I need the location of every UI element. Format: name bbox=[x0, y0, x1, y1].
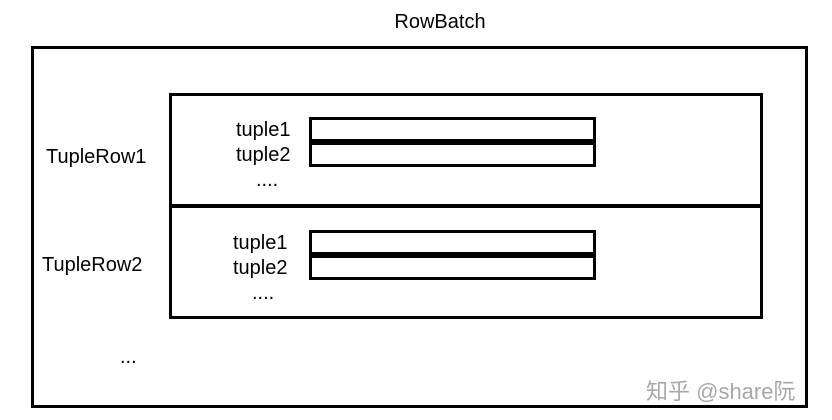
rowbatch-box bbox=[31, 46, 808, 408]
tuple-box-1-1 bbox=[309, 117, 596, 142]
tuple-ellipsis-2: .... bbox=[252, 282, 275, 304]
tuple-box-2-1 bbox=[309, 230, 596, 255]
tuple-label-1-1: tuple1 bbox=[236, 119, 291, 141]
watermark: 知乎 @share阮 bbox=[646, 379, 796, 404]
tuple-box-2-2 bbox=[309, 255, 596, 280]
tuplerow-label-1: TupleRow1 bbox=[46, 146, 147, 168]
tuplerow-box-2 bbox=[169, 205, 763, 319]
tuplerow-label-2: TupleRow2 bbox=[42, 254, 143, 276]
more-rows-ellipsis: ... bbox=[120, 346, 137, 368]
tuple-box-1-2 bbox=[309, 142, 596, 167]
tuple-label-2-1: tuple1 bbox=[233, 232, 288, 254]
tuple-ellipsis-1: .... bbox=[256, 169, 279, 191]
tuple-label-2-2: tuple2 bbox=[233, 257, 288, 279]
tuple-label-1-2: tuple2 bbox=[236, 144, 291, 166]
diagram-title: RowBatch bbox=[394, 11, 486, 33]
